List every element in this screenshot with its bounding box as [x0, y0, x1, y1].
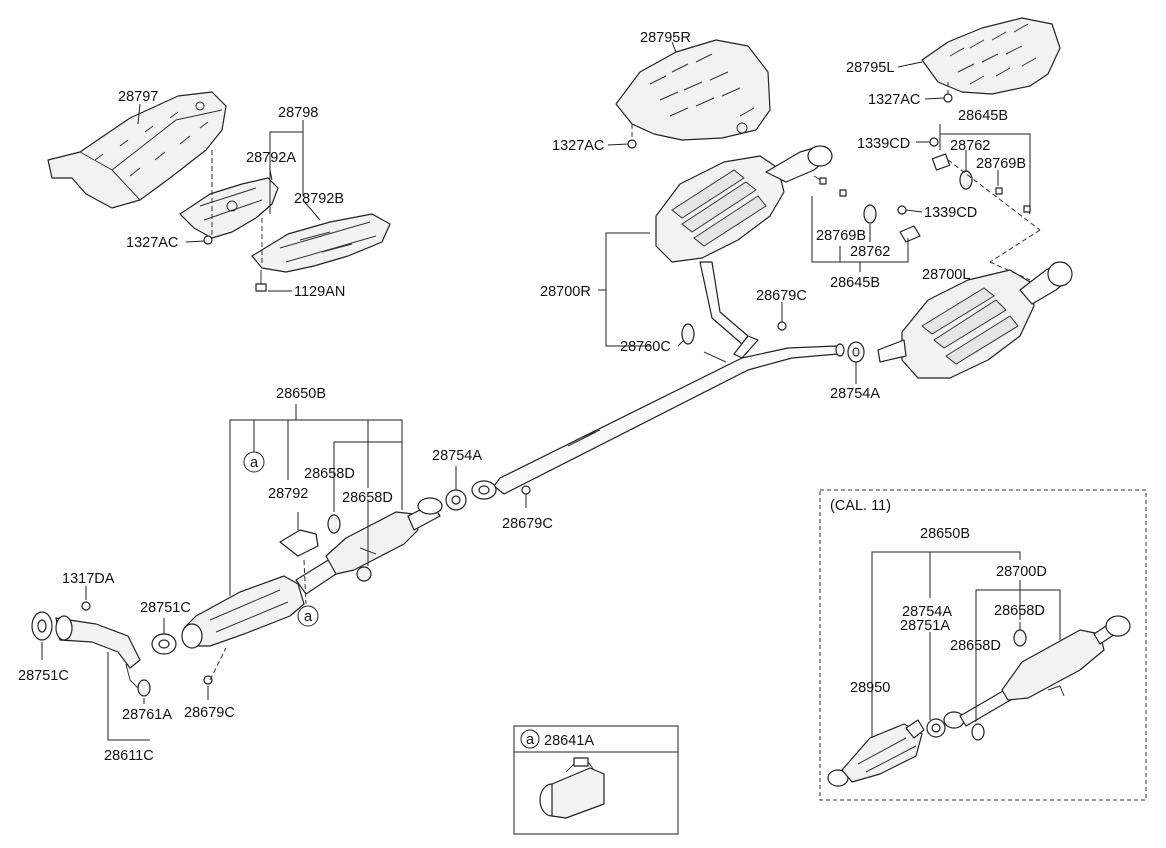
- center-pipe: [471, 335, 845, 500]
- label-28679C-mid: 28679C: [502, 516, 553, 532]
- rear-muffler-28700L: [877, 261, 1073, 379]
- callout-a-lower: a: [297, 605, 319, 627]
- label-1317DA: 1317DA: [62, 571, 115, 587]
- cal-label-28658D-b: 28658D: [950, 638, 1001, 654]
- label-28797: 28797: [118, 89, 158, 105]
- label-28769B-top: 28769B: [976, 156, 1026, 172]
- cal-label-28700D: 28700D: [996, 564, 1047, 580]
- front-pipe-28611C: [31, 601, 213, 697]
- label-28679C-top: 28679C: [756, 288, 807, 304]
- cal-label-28751A: 28751A: [900, 618, 950, 634]
- label-28650B: 28650B: [276, 386, 326, 402]
- nut-1327AC-left: [203, 235, 213, 245]
- label-28751C-left: 28751C: [18, 668, 69, 684]
- bolt-1129AN: [255, 270, 267, 292]
- clamp-28641A-drawing: [539, 757, 605, 819]
- front-converter-assembly: [181, 489, 467, 649]
- cal-box-title: (CAL. 11): [830, 498, 891, 514]
- label-1327AC-right: 1327AC: [868, 92, 920, 108]
- label-1129AN: 1129AN: [294, 284, 345, 300]
- heat-shield-28795L: [921, 17, 1061, 95]
- leaders-top-left: [137, 103, 321, 292]
- leaders-top-right: [607, 41, 949, 146]
- label-28798: 28798: [278, 105, 318, 121]
- label-28792B: 28792B: [294, 191, 344, 207]
- heat-shield-28792A: [179, 177, 279, 239]
- callout-a-upper-text: a: [250, 455, 259, 471]
- rear-muffler-28700R: [655, 145, 833, 345]
- label-28762-top: 28762: [950, 138, 990, 154]
- label-28762-mid: 28762: [850, 244, 890, 260]
- label-28751C-mid: 28751C: [140, 600, 191, 616]
- label-1339CD-mid: 1339CD: [924, 205, 977, 221]
- label-1327AC-mid: 1327AC: [552, 138, 604, 154]
- label-28761A: 28761A: [122, 707, 172, 723]
- label-28658D-a: 28658D: [304, 466, 355, 482]
- heat-shield-28797: [47, 91, 227, 209]
- cal-converter-drawing: [827, 615, 1131, 787]
- label-28645B-top: 28645B: [958, 108, 1008, 124]
- legend-box-28641A: a 28641A: [513, 725, 679, 835]
- cal-label-28650B: 28650B: [920, 526, 970, 542]
- legend-marker: a: [526, 732, 535, 748]
- label-28769B-mid: 28769B: [816, 228, 866, 244]
- cal-11-box: (CAL. 11): [819, 489, 1147, 801]
- callout-a-upper: a: [243, 451, 265, 473]
- leaders-front: [41, 404, 527, 741]
- label-28795L: 28795L: [846, 60, 894, 76]
- label-28760C: 28760C: [620, 339, 671, 355]
- label-28754A-mid: 28754A: [432, 448, 482, 464]
- legend-part-number: 28641A: [544, 733, 594, 749]
- label-1339CD-top: 1339CD: [857, 136, 910, 152]
- label-28792A: 28792A: [246, 150, 296, 166]
- label-28795R: 28795R: [640, 30, 691, 46]
- label-28700R: 28700R: [540, 284, 591, 300]
- cal-label-28754A: 28754A: [902, 604, 952, 620]
- part-labels: 28797 28798 28792A 28792B 1327AC 1129AN …: [18, 30, 1047, 764]
- label-28611C: 28611C: [104, 748, 154, 764]
- cal-label-28658D-a: 28658D: [994, 603, 1045, 619]
- callout-a-lower-text: a: [304, 609, 313, 625]
- label-28679C-low: 28679C: [184, 705, 235, 721]
- label-28658D-b: 28658D: [342, 490, 393, 506]
- label-1327AC-left: 1327AC: [126, 235, 178, 251]
- heat-shield-28795R: [615, 39, 771, 141]
- cal-leaders: [871, 551, 1061, 738]
- cal-label-28950: 28950: [850, 680, 890, 696]
- heat-shield-28792B: [251, 213, 391, 273]
- label-28645B-mid: 28645B: [830, 275, 880, 291]
- hanger-parts-right: [681, 137, 1031, 363]
- label-28700L: 28700L: [922, 267, 970, 283]
- leaders-right: [598, 124, 1041, 384]
- nut-1327AC-shields: [627, 93, 953, 149]
- label-28792: 28792: [268, 486, 308, 502]
- label-28754A-right: 28754A: [830, 386, 880, 402]
